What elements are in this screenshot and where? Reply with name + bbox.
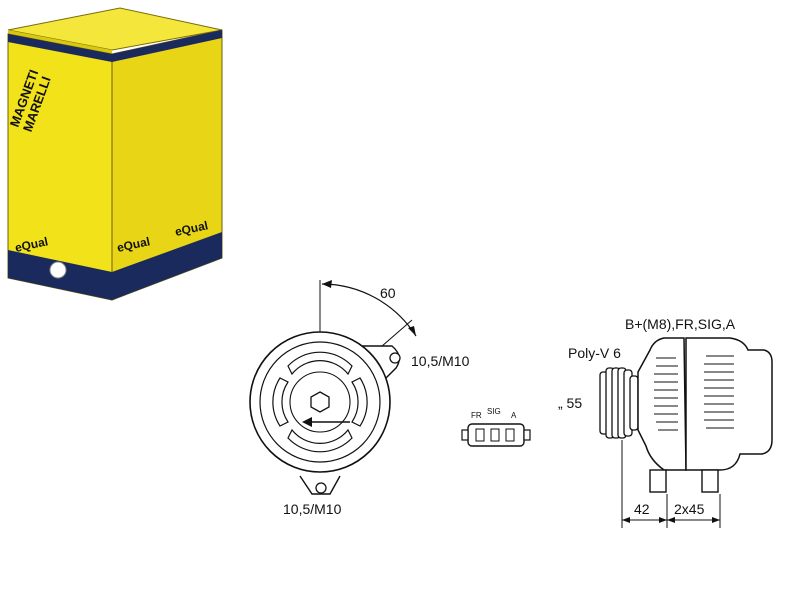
angle-label: 60 [380, 285, 396, 301]
product-box: MAGNETI MARELLI eQual eQual eQual [7, 7, 223, 301]
pin-fr [475, 428, 485, 442]
box-emblem [49, 261, 67, 279]
pulley-diameter-label: „ 55 [558, 395, 582, 411]
front-fins [654, 357, 678, 431]
mount-foot-right [701, 469, 719, 493]
equal-logo-2: eQual [116, 234, 152, 255]
top-hole-label: 10,5/M10 [411, 353, 470, 369]
equal-logo-1: eQual [14, 234, 50, 255]
pulley [599, 367, 639, 439]
vent-slot-left [272, 377, 289, 427]
shaft-nut [310, 391, 330, 413]
mount-foot-left [649, 469, 667, 493]
rotation-arrow-head [302, 417, 312, 427]
dim-label-2x45: 2x45 [674, 501, 705, 517]
pulley-label: Poly-V 6 [568, 345, 621, 361]
terminals-label: B+(M8),FR,SIG,A [625, 316, 736, 332]
alternator-side-view: B+(M8),FR,SIG,A Poly-V 6 „ 55 42 2x45 [558, 316, 773, 528]
bottom-hole-label: 10,5/M10 [283, 501, 342, 517]
alternator-front-view: 60 10,5/M10 10,5/M10 [249, 280, 470, 517]
bottom-mount-hole [315, 482, 327, 494]
dim-label-42: 42 [634, 501, 650, 517]
pin-a [505, 428, 515, 442]
pin-sig [490, 428, 500, 442]
angle-arc [321, 283, 417, 337]
plug-connector: FR SIG A [461, 407, 531, 447]
vent-slot-right [351, 377, 368, 427]
pin-label-sig: SIG [487, 407, 501, 416]
pin-label-a: A [511, 411, 517, 420]
rear-fins [704, 355, 734, 429]
pin-label-fr: FR [471, 411, 482, 420]
top-mount-hole [389, 352, 401, 364]
equal-logo-3: eQual [174, 218, 210, 239]
vent-slot-top [287, 351, 353, 376]
vent-slot-bottom [287, 428, 353, 453]
